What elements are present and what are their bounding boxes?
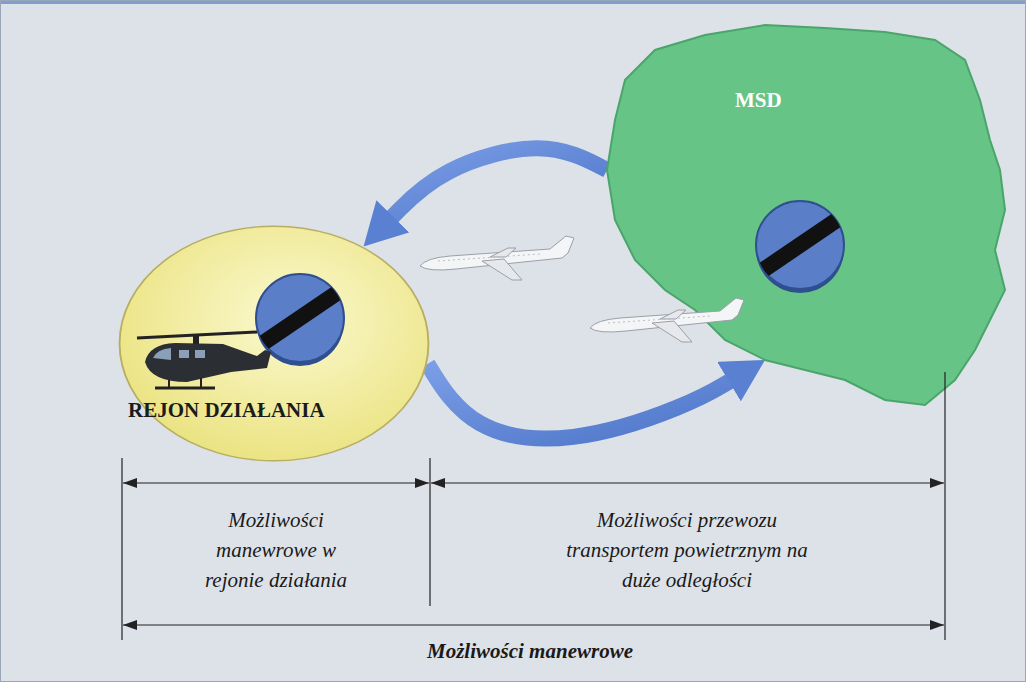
unit-symbol (750, 201, 850, 293)
dimension-label-box: Możliwości manewrowe (426, 636, 634, 666)
dimension-arrow (123, 624, 944, 625)
home-country-map: MSD (595, 20, 1010, 415)
top-border (0, 0, 1026, 4)
unit-symbol (250, 274, 350, 366)
map-fill (607, 25, 1005, 405)
map-outline (595, 20, 1010, 415)
region-label: REJON DZIAŁANIA (128, 398, 325, 423)
dimension-arrow (123, 482, 429, 483)
dimension-label: Możliwości przewozu transportem powietrz… (557, 505, 817, 595)
dimension-arrow (431, 482, 944, 483)
airplane (420, 236, 574, 280)
region-ellipse (118, 225, 430, 462)
operation-area: REJON DZIAŁANIA (118, 225, 430, 462)
transport-arrow (391, 148, 607, 217)
extension-line (121, 458, 122, 640)
helicopter (137, 332, 271, 388)
dimension-label: Możliwości manewrowe (426, 636, 634, 666)
extension-line (944, 372, 945, 640)
dimension-label: Możliwości manewrowe w rejonie działania (190, 505, 362, 595)
dimension-lines (122, 372, 945, 640)
airplane (590, 298, 744, 342)
dimension-label-box: Możliwości manewrowe w rejonie działania (190, 505, 362, 595)
region-label: MSD (735, 88, 782, 113)
region-fill (120, 226, 429, 461)
dimension-label-box: Możliwości przewozu transportem powietrz… (557, 505, 817, 595)
transport-arrow (428, 364, 731, 438)
extension-line (429, 458, 430, 606)
